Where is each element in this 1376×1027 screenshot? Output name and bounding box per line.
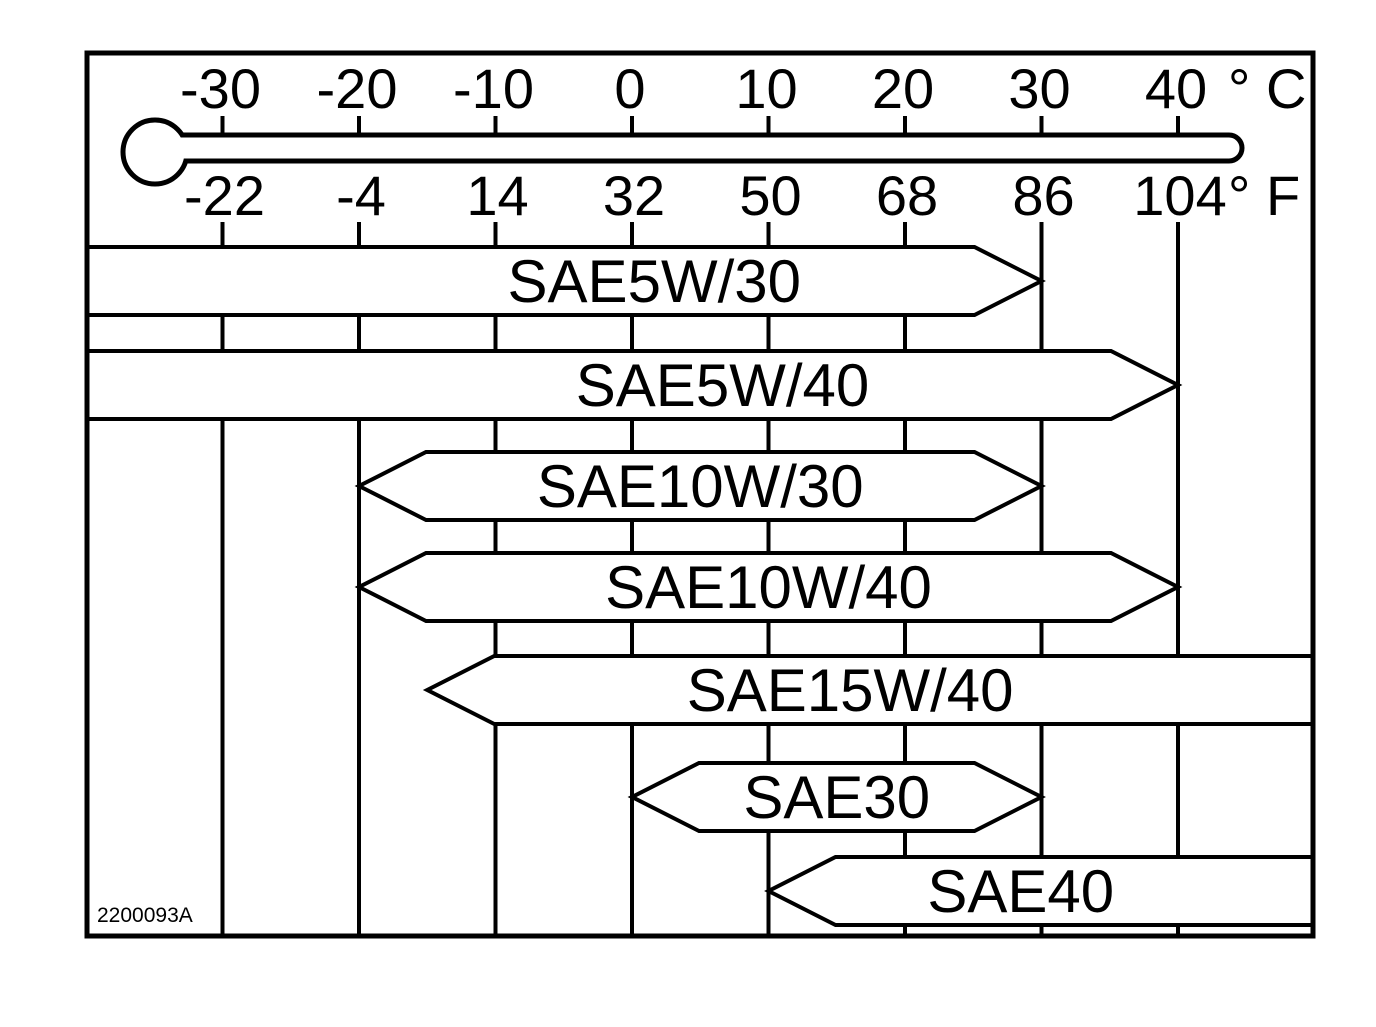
band-sae40 [764, 855, 1315, 927]
fahrenheit-unit-label: ° F [1228, 164, 1300, 227]
band-label-sae5w-40: SAE5W/40 [576, 352, 869, 419]
band-label-sae40: SAE40 [927, 858, 1114, 925]
figure-id: 2200093A [97, 904, 193, 927]
thermometer-tube [147, 132, 1245, 164]
thermometer: -30 -22 -20 -4 -10 14 0 32 10 50 20 68 30 86 40 104° C °… [120, 57, 1306, 227]
celsius-unit-label: ° C [1228, 57, 1306, 120]
celsius-tick-label-7: 40 [1145, 57, 1207, 120]
diagram-frame [84, 50, 1316, 939]
fahrenheit-tick-label-4: 50 [739, 164, 801, 227]
thermometer-joint [172, 137, 192, 159]
band-label-sae30: SAE30 [743, 764, 930, 831]
fahrenheit-tick-label-6: 86 [1012, 164, 1074, 227]
fahrenheit-tick-label-5: 68 [876, 164, 938, 227]
oil-grade-bands: SAE5W/30SAE5W/40SAE10W/30SAE10W/40SAE15W… [85, 245, 1315, 927]
celsius-tick-label-4: 10 [735, 57, 797, 120]
celsius-tick-label-1: -20 [317, 57, 398, 120]
band-sae10w-30 [354, 450, 1046, 522]
band-label-sae5w-30: SAE5W/30 [508, 248, 801, 315]
band-sae30 [627, 761, 1046, 833]
fahrenheit-tick-label-2: 14 [466, 164, 528, 227]
fahrenheit-tick-label-3: 32 [603, 164, 665, 227]
band-label-sae10w-40: SAE10W/40 [605, 554, 932, 621]
band-sae15w-40 [422, 654, 1315, 726]
celsius-tick-label-6: 30 [1008, 57, 1070, 120]
band-label-sae10w-30: SAE10W/30 [537, 453, 864, 520]
band-sae10w-40 [354, 551, 1183, 623]
band-label-sae15w-40: SAE15W/40 [687, 657, 1014, 724]
fahrenheit-tick-label-0: -22 [184, 164, 265, 227]
fahrenheit-tick-label-1: -4 [336, 164, 386, 227]
celsius-tick-label-0: -30 [180, 57, 261, 120]
celsius-tick-label-5: 20 [872, 57, 934, 120]
fahrenheit-tick-label-7: 104 [1133, 164, 1226, 227]
celsius-tick-label-2: -10 [453, 57, 534, 120]
celsius-tick-label-3: 0 [614, 57, 645, 120]
